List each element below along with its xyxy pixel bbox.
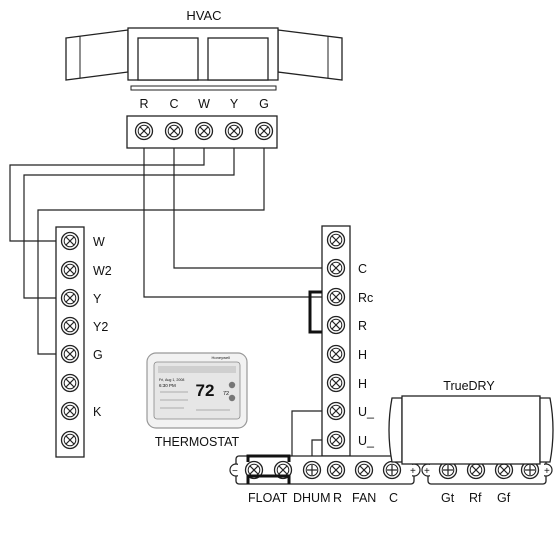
- middle-terminal-block: [321, 225, 351, 457]
- thermostat-down-icon: [228, 394, 236, 402]
- thermostat-up-icon: [228, 381, 236, 389]
- tstat-label-w: W: [93, 235, 105, 249]
- hvac-terminal-label-w: W: [198, 97, 210, 111]
- strip-minus: −: [232, 466, 238, 477]
- tstat-label-w2: W2: [93, 264, 112, 278]
- thermostat-time: 6:30 PM: [159, 383, 176, 388]
- bottom-label-fan: FAN: [352, 491, 376, 505]
- hvac-screw-g: [254, 121, 274, 141]
- hvac-title: HVAC: [186, 8, 221, 23]
- wire-u1: [291, 410, 322, 464]
- thermostat-set-temp: 72: [223, 391, 229, 397]
- truedry-label: TrueDRY: [443, 379, 495, 393]
- wire-y: [23, 148, 235, 299]
- thermostat-tab-bar: [158, 366, 236, 373]
- wire-c: [173, 148, 322, 269]
- thermostat-terminal-block: [55, 226, 85, 458]
- hvac-terminal-label-y: Y: [230, 97, 239, 111]
- mid-screw-r: [326, 315, 346, 335]
- wire-r: [143, 148, 322, 298]
- mid-label-r: R: [358, 319, 367, 333]
- wire-w: [9, 148, 205, 242]
- wire-g: [37, 148, 265, 355]
- tstat-screw-y2: [60, 316, 80, 336]
- hvac-terminal-label-r: R: [139, 97, 148, 111]
- hvac-screw-c: [164, 121, 184, 141]
- right-label-gt: Gt: [441, 491, 455, 505]
- mid-label-h1: H: [358, 348, 367, 362]
- truedry-left-cap: [388, 397, 403, 463]
- mid-screw-blank: [326, 230, 346, 250]
- hvac-panel-right: [207, 37, 269, 81]
- mid-screw-u2: [326, 430, 346, 450]
- tstat-label-y2: Y2: [93, 320, 108, 334]
- thermostat-label: THERMOSTAT: [155, 435, 240, 449]
- bottom-label-r: R: [333, 491, 342, 505]
- tstat-label-g: G: [93, 348, 103, 362]
- bottom-label-dhum: DHUM: [293, 491, 331, 505]
- c-screw: [382, 460, 402, 480]
- r-screw: [326, 460, 346, 480]
- hvac-right-connector: [277, 29, 343, 81]
- dhum-screw: [302, 460, 322, 480]
- thermostat-current-temp: 72: [196, 381, 215, 400]
- tstat-screw-blank1: [60, 373, 80, 393]
- hvac-unit: HVAC: [65, 8, 343, 91]
- mid-screw-h2: [326, 373, 346, 393]
- hvac-terminal-label-g: G: [259, 97, 269, 111]
- strip2-plus-right: +: [544, 466, 550, 477]
- mid-screw-rc: [326, 287, 346, 307]
- truedry-unit: [388, 395, 554, 465]
- tstat-label-y: Y: [93, 292, 102, 306]
- strip2-plus-left: +: [424, 466, 430, 477]
- float-jumper-top: [246, 454, 291, 462]
- rc-r-jumper: [308, 290, 322, 334]
- mid-label-h2: H: [358, 377, 367, 391]
- hvac-terminal-label-c: C: [169, 97, 178, 111]
- tstat-screw-w: [60, 231, 80, 251]
- bottom-label-c: C: [389, 491, 398, 505]
- thermostat-screen: [153, 361, 241, 420]
- thermostat-device: Honeywell Fri, Aug 1, 2008 6:30 PM 72 72: [146, 352, 248, 429]
- hvac-screw-y: [224, 121, 244, 141]
- thermostat-date: Fri, Aug 1, 2008: [159, 378, 184, 382]
- hvac-left-connector: [65, 29, 129, 81]
- mid-label-c: C: [358, 262, 367, 276]
- tstat-label-k: K: [93, 405, 102, 419]
- tstat-screw-k: [60, 401, 80, 421]
- hvac-screw-w: [194, 121, 214, 141]
- truedry-body: [401, 395, 541, 465]
- thermostat-brand: Honeywell: [212, 355, 231, 360]
- right-label-rf: Rf: [469, 491, 482, 505]
- float-jumper: [246, 474, 291, 484]
- mid-label-u1: U_: [358, 405, 375, 419]
- mid-label-rc: Rc: [358, 291, 373, 305]
- tstat-screw-w2: [60, 260, 80, 280]
- mid-label-u2: U_: [358, 434, 375, 448]
- bottom-label-float: FLOAT: [248, 491, 288, 505]
- hvac-screw-r: [134, 121, 154, 141]
- tstat-screw-y: [60, 288, 80, 308]
- strip-plus: +: [410, 466, 416, 477]
- hvac-terminal-block: [126, 115, 278, 149]
- mid-screw-c: [326, 258, 346, 278]
- fan-screw: [354, 460, 374, 480]
- tstat-screw-g: [60, 344, 80, 364]
- hvac-panel-left: [137, 37, 199, 81]
- mid-screw-u1: [326, 401, 346, 421]
- mid-screw-h1: [326, 344, 346, 364]
- truedry-right-cap: [539, 397, 554, 463]
- right-label-gf: Gf: [497, 491, 511, 505]
- tstat-screw-blank2: [60, 430, 80, 450]
